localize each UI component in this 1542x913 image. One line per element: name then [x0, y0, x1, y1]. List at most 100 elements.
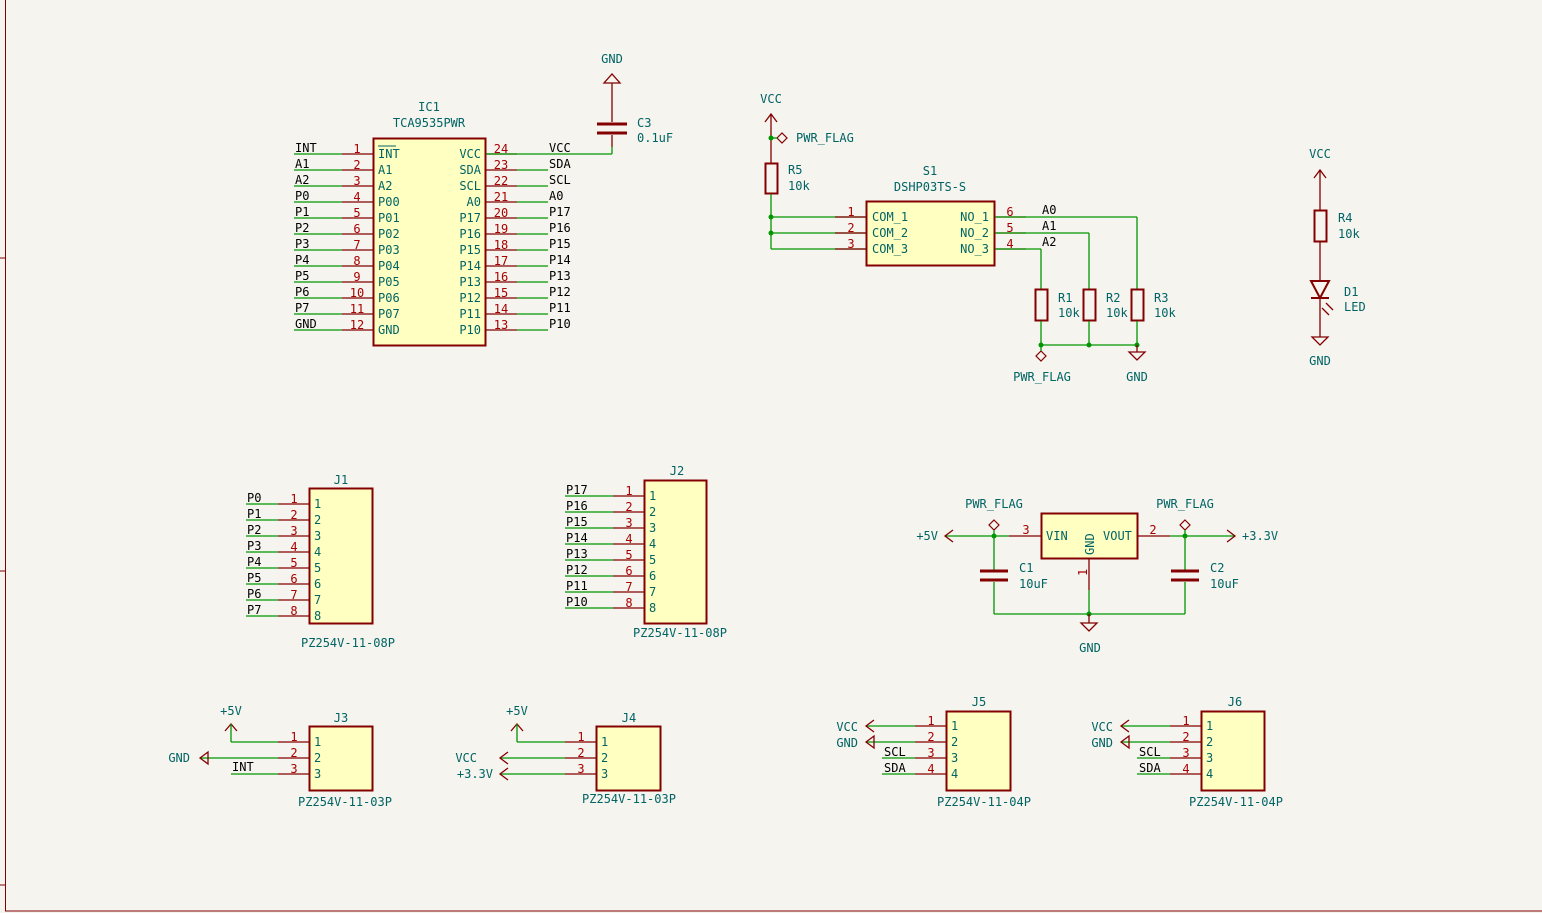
- ic1-pin-num: 7: [353, 238, 360, 252]
- r2-value: 10k: [1106, 306, 1128, 320]
- res-flag-label: PWR_FLAG: [1013, 370, 1071, 384]
- ic1-pin-num: 19: [494, 222, 508, 236]
- ic1-net-label: GND: [295, 317, 317, 331]
- regulator[interactable]: VIN VOUT GND 3 2 1 +5V PWR_FLAG +3.3V PW…: [916, 497, 1278, 655]
- j2-pins-pin-name: 2: [649, 505, 656, 519]
- j5-scl: SCL: [884, 745, 906, 759]
- ic1-pin-name: P00: [378, 195, 400, 209]
- d1-value: LED: [1344, 300, 1366, 314]
- j2-pins-pin-num: 2: [625, 500, 632, 514]
- c2-ref: C2: [1210, 561, 1224, 575]
- j4-pins-pin-num: 2: [577, 746, 584, 760]
- ic1-pin-num: 1: [353, 142, 360, 156]
- j1-body: [308, 487, 374, 625]
- pulldown-resistors[interactable]: R1 10k R2 10k R3 10k PWR_FLAG GND: [1013, 288, 1176, 385]
- gnd-symbol-c3: [602, 73, 622, 84]
- j5-pins-pin-name: 3: [951, 751, 958, 765]
- j1-pins-pin-num: 1: [290, 492, 297, 506]
- ic1-pin-name: P05: [378, 275, 400, 289]
- r1-value: 10k: [1058, 306, 1080, 320]
- ic1-pin-name: P15: [459, 243, 481, 257]
- r5[interactable]: VCC PWR_FLAG R5 10k: [760, 92, 867, 250]
- j6-pins-pin-num: 1: [1182, 714, 1189, 728]
- s1-value: DSHP03TS-S: [894, 180, 966, 194]
- j1-pins-pin-name: 7: [314, 593, 321, 607]
- j6-gnd: GND: [1091, 736, 1113, 750]
- j1-pins-net-label: P2: [247, 523, 261, 537]
- j4-pins-pin-name: 2: [601, 751, 608, 765]
- ic1-net-label: P14: [549, 253, 571, 267]
- r4-d1[interactable]: VCC R4 10k D1 LED GND: [1309, 147, 1366, 368]
- ic1-pin-num: 11: [350, 302, 364, 316]
- s1-pin-num: 3: [847, 237, 854, 251]
- j5-pins-pin-num: 4: [927, 762, 934, 776]
- j1-pins-net-label: P0: [247, 491, 261, 505]
- j4-5v: +5V: [506, 704, 528, 718]
- ic1-net-label: P3: [295, 237, 309, 251]
- s1-pin-num: 2: [847, 221, 854, 235]
- r2-ref: R2: [1106, 291, 1120, 305]
- j6-ref: J6: [1228, 695, 1242, 709]
- ic1-pin-name: A0: [467, 195, 481, 209]
- r5-value: 10k: [788, 179, 810, 193]
- j2-pins-pin-name: 7: [649, 585, 656, 599]
- r4-ref: R4: [1338, 211, 1352, 225]
- j1-pins-pin-name: 1: [314, 497, 321, 511]
- s1-pin-name: COM_3: [872, 242, 908, 256]
- pwr-flag-vin: [988, 519, 1000, 531]
- j3-pins-pin-name: 1: [314, 735, 321, 749]
- j2-pins-net-label: P10: [566, 595, 588, 609]
- ic1-net-label: P1: [295, 205, 309, 219]
- reg-flag-out: PWR_FLAG: [1156, 497, 1214, 511]
- j6-pins-pin-name: 3: [1206, 751, 1213, 765]
- j2-pins-pin-num: 6: [625, 564, 632, 578]
- regulator-body: [1040, 512, 1139, 560]
- j6-pins-pin-num: 2: [1182, 730, 1189, 744]
- s1-net-a2: A2: [1042, 235, 1056, 249]
- ic1-pin-name: P17: [459, 211, 481, 225]
- reg-in-net: +5V: [916, 529, 938, 543]
- pwr-flag-res: [1035, 350, 1047, 362]
- ic1-pin-name: P04: [378, 259, 400, 273]
- ic1-net-label: P0: [295, 189, 309, 203]
- j3-gnd: GND: [168, 751, 190, 765]
- j3-5v: +5V: [220, 704, 242, 718]
- j2-pins-pin-name: 8: [649, 601, 656, 615]
- j1-pins-net-label: P1: [247, 507, 261, 521]
- ic1-pin-num: 4: [353, 190, 360, 204]
- j2-pins-pin-num: 3: [625, 516, 632, 530]
- ic1-net-label: P6: [295, 285, 309, 299]
- reg-vin: VIN: [1046, 529, 1068, 543]
- j6-body: [1200, 710, 1266, 792]
- reg-pin-in: 3: [1022, 523, 1029, 537]
- ic1-pin-num: 23: [494, 158, 508, 172]
- c1-ref: C1: [1019, 561, 1033, 575]
- ic1-pin-num: 9: [353, 270, 360, 284]
- reg-bottom-gnd: GND: [1079, 641, 1101, 655]
- j1-pins-net-label: P6: [247, 587, 261, 601]
- j5-pins-pin-name: 2: [951, 735, 958, 749]
- pwr-flag-r5: [776, 132, 788, 144]
- ic1-net-label: A0: [549, 189, 563, 203]
- j5-pins-pin-num: 2: [927, 730, 934, 744]
- s1-net-a0: A0: [1042, 203, 1056, 217]
- ic1-net-label: P2: [295, 221, 309, 235]
- j4-pins-pin-num: 3: [577, 762, 584, 776]
- d1-gnd-label: GND: [1309, 354, 1331, 368]
- c3-value: 0.1uF: [637, 131, 673, 145]
- j6-pins-pin-name: 1: [1206, 719, 1213, 733]
- c3[interactable]: GND C3 0.1uF: [486, 52, 673, 155]
- j4-vcc: VCC: [455, 751, 477, 765]
- ic1-pin-num: 14: [494, 302, 508, 316]
- ic1-net-label: P11: [549, 301, 571, 315]
- j1-pins-pin-num: 3: [290, 524, 297, 538]
- ic1-pin-name: INT: [378, 147, 400, 161]
